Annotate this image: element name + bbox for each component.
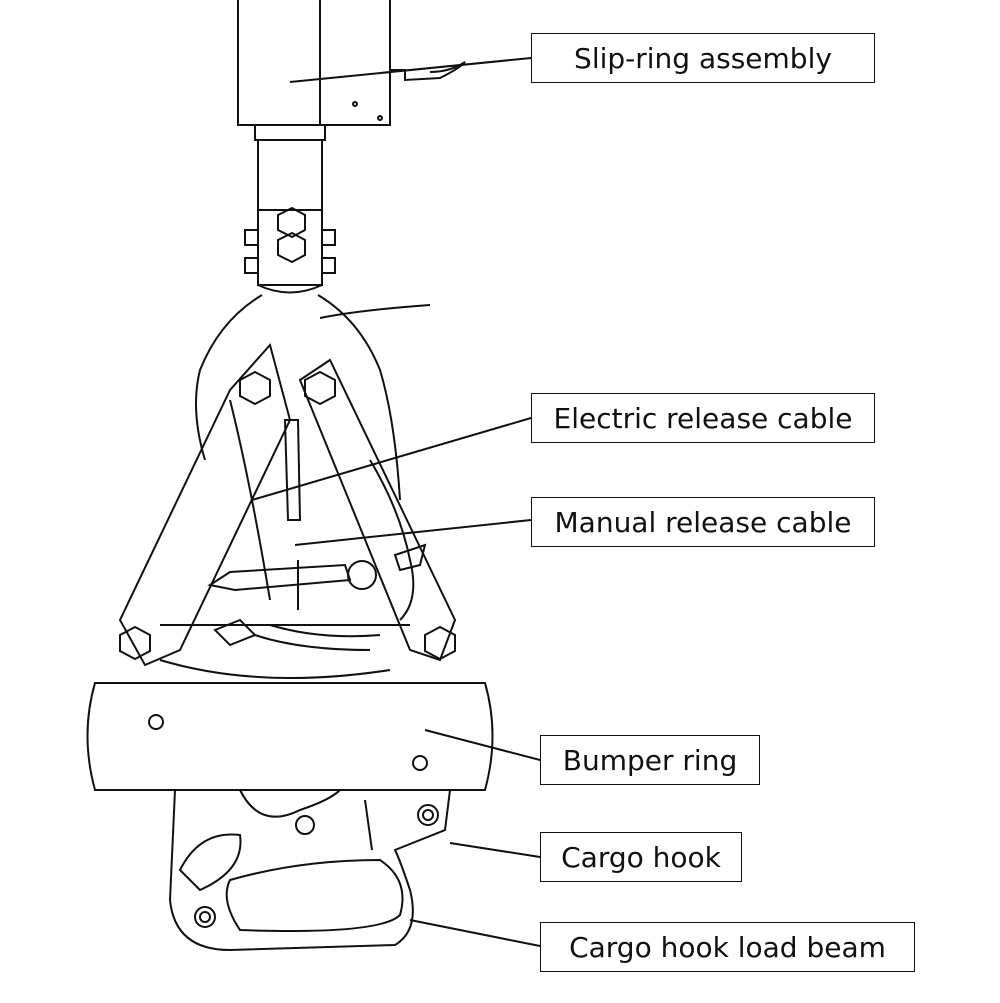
leader-load-beam (409, 919, 541, 947)
label-slip-ring-assembly: Slip-ring assembly (531, 33, 875, 83)
slip-ring-housing (237, 0, 466, 126)
label-bumper-ring: Bumper ring (540, 735, 760, 785)
suspension-frame (118, 294, 457, 667)
leader-electric-cable (251, 417, 532, 501)
label-cargo-hook: Cargo hook (540, 832, 742, 882)
leader-bumper-ring (424, 729, 541, 761)
leader-cargo-hook (449, 842, 541, 858)
leader-slip-ring (289, 57, 532, 83)
bumper-ring (86, 682, 494, 791)
release-mechanism (159, 543, 427, 679)
label-manual-release-cable: Manual release cable (531, 497, 875, 547)
shaft (244, 124, 431, 319)
leader-manual-cable (294, 519, 532, 546)
label-electric-release-cable: Electric release cable (531, 393, 875, 443)
label-cargo-hook-load-beam: Cargo hook load beam (540, 922, 915, 972)
cargo-hook (168, 789, 451, 952)
